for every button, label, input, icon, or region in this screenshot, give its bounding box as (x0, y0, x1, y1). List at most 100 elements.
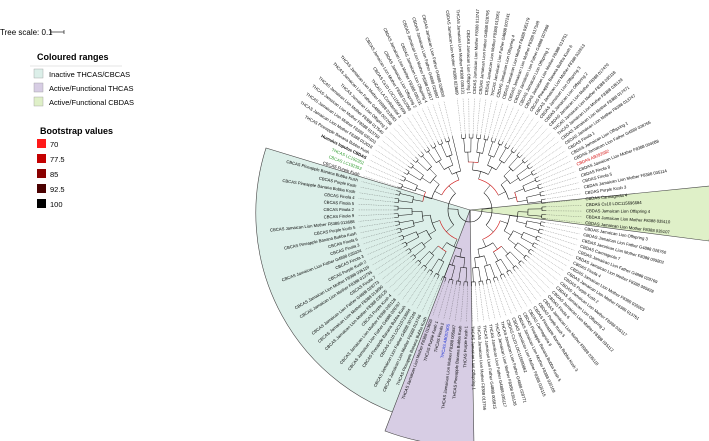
clade-branch (484, 255, 488, 266)
clade-arc (493, 276, 497, 279)
clade-branch (534, 242, 538, 245)
clade-branch (478, 171, 481, 180)
leaf-branch (544, 188, 580, 196)
clade-branch (451, 279, 454, 284)
bootstrap-label-70: 70 (50, 140, 58, 149)
clade-branch (526, 193, 541, 198)
leaf-branch (539, 166, 574, 181)
clade-branch (517, 242, 530, 251)
clade-branch (540, 194, 545, 197)
leaf-label: CBCAS Finola 2 (323, 207, 354, 212)
clade-branch (394, 198, 399, 200)
clade-branch (424, 255, 435, 267)
bootstrap-label-92-5: 92.5 (50, 185, 65, 194)
clade-branch (503, 273, 506, 278)
clade-branch (534, 176, 539, 179)
clade-branch (437, 274, 440, 279)
clade-arc (505, 251, 511, 256)
leaf-branch (530, 141, 559, 164)
clade-branch (477, 249, 480, 258)
clade-branch (428, 230, 436, 235)
clade-arc (530, 171, 534, 176)
clade-branch (396, 228, 401, 230)
clade-branch (482, 139, 486, 154)
leaf-branch (544, 226, 580, 235)
clade-branch (526, 163, 531, 167)
clade-branch (488, 167, 493, 175)
bootstrap-title: Bootstrap values (40, 126, 113, 136)
leaf-branch (523, 263, 550, 289)
leaf-branch (534, 150, 566, 171)
leaf-branch (385, 136, 413, 161)
clade-branch (437, 261, 445, 275)
leaf-branch (472, 98, 475, 135)
clade-branch (496, 161, 502, 170)
clade-branch (395, 224, 400, 226)
clade-branch (492, 242, 498, 250)
leaf-label: THCAS Pineapple Banana Bubba Kush (452, 325, 463, 399)
clade-arc (408, 248, 412, 252)
clade-arc (422, 191, 426, 202)
clade-branch (401, 175, 406, 179)
clade-branch (446, 224, 454, 232)
clade-arc (476, 152, 483, 154)
clade-branch (430, 271, 433, 276)
clade-branch (420, 264, 424, 269)
leaf-label: CBCAS Finola 5 (324, 200, 355, 207)
clade-branch (517, 199, 528, 203)
leaf-label: CBDAS Carmagnola 4 (585, 192, 628, 201)
clade-branch (516, 152, 520, 156)
clade-branch (451, 265, 456, 280)
clade-branch (417, 230, 427, 235)
clade-branch (514, 247, 526, 257)
clade-branch (509, 215, 518, 217)
clade-branch (501, 141, 504, 146)
clade-branch (514, 188, 525, 193)
clade-arc (446, 140, 450, 143)
leaf-label: THCAS Purple Kush 1 (462, 325, 468, 367)
clade-branch (456, 153, 460, 164)
clade-arc (521, 160, 525, 164)
clade-branch (416, 187, 426, 193)
bootstrap-label-100: 100 (50, 200, 63, 209)
clade-branch (509, 251, 521, 263)
clade-branch (458, 163, 461, 172)
clade-branch (396, 190, 401, 192)
leaf-label: THCAS AB057805 (439, 323, 450, 359)
clade-branch (398, 200, 413, 203)
leaf-label: CBDAS Purple Kush 3 (584, 184, 627, 195)
leaf-branch (432, 104, 445, 139)
clade-branch (394, 220, 399, 222)
clade-branch (407, 165, 412, 169)
clade-branch (536, 180, 541, 183)
clade-branch (521, 260, 525, 264)
clade-arc (455, 255, 465, 259)
clade-branch (500, 220, 508, 224)
clade-branch (520, 237, 534, 245)
clade-branch (474, 257, 476, 268)
range-label-thcas: Active/Functional THCAS (49, 84, 133, 93)
clade-branch (515, 265, 519, 269)
clade-arc (477, 242, 494, 250)
leaf-branch (526, 260, 554, 285)
clade-branch (531, 169, 535, 173)
clade-branch (476, 138, 479, 153)
clade-branch (472, 162, 474, 171)
leaf-branch (542, 233, 577, 246)
clade-branch (463, 138, 466, 153)
clade-branch (524, 160, 528, 164)
leaf-branch (476, 98, 481, 135)
clade-branch (447, 141, 453, 155)
leaf-branch (479, 285, 484, 322)
clade-branch (405, 169, 410, 172)
clade-branch (410, 254, 414, 258)
clade-branch (401, 186, 416, 192)
leaf-branch (367, 165, 401, 180)
clade-branch (481, 208, 492, 210)
clade-arc (472, 267, 479, 269)
clade-arc (499, 159, 505, 164)
clade-arc (401, 184, 403, 189)
clade-branch (494, 138, 497, 143)
clade-branch (504, 143, 507, 148)
